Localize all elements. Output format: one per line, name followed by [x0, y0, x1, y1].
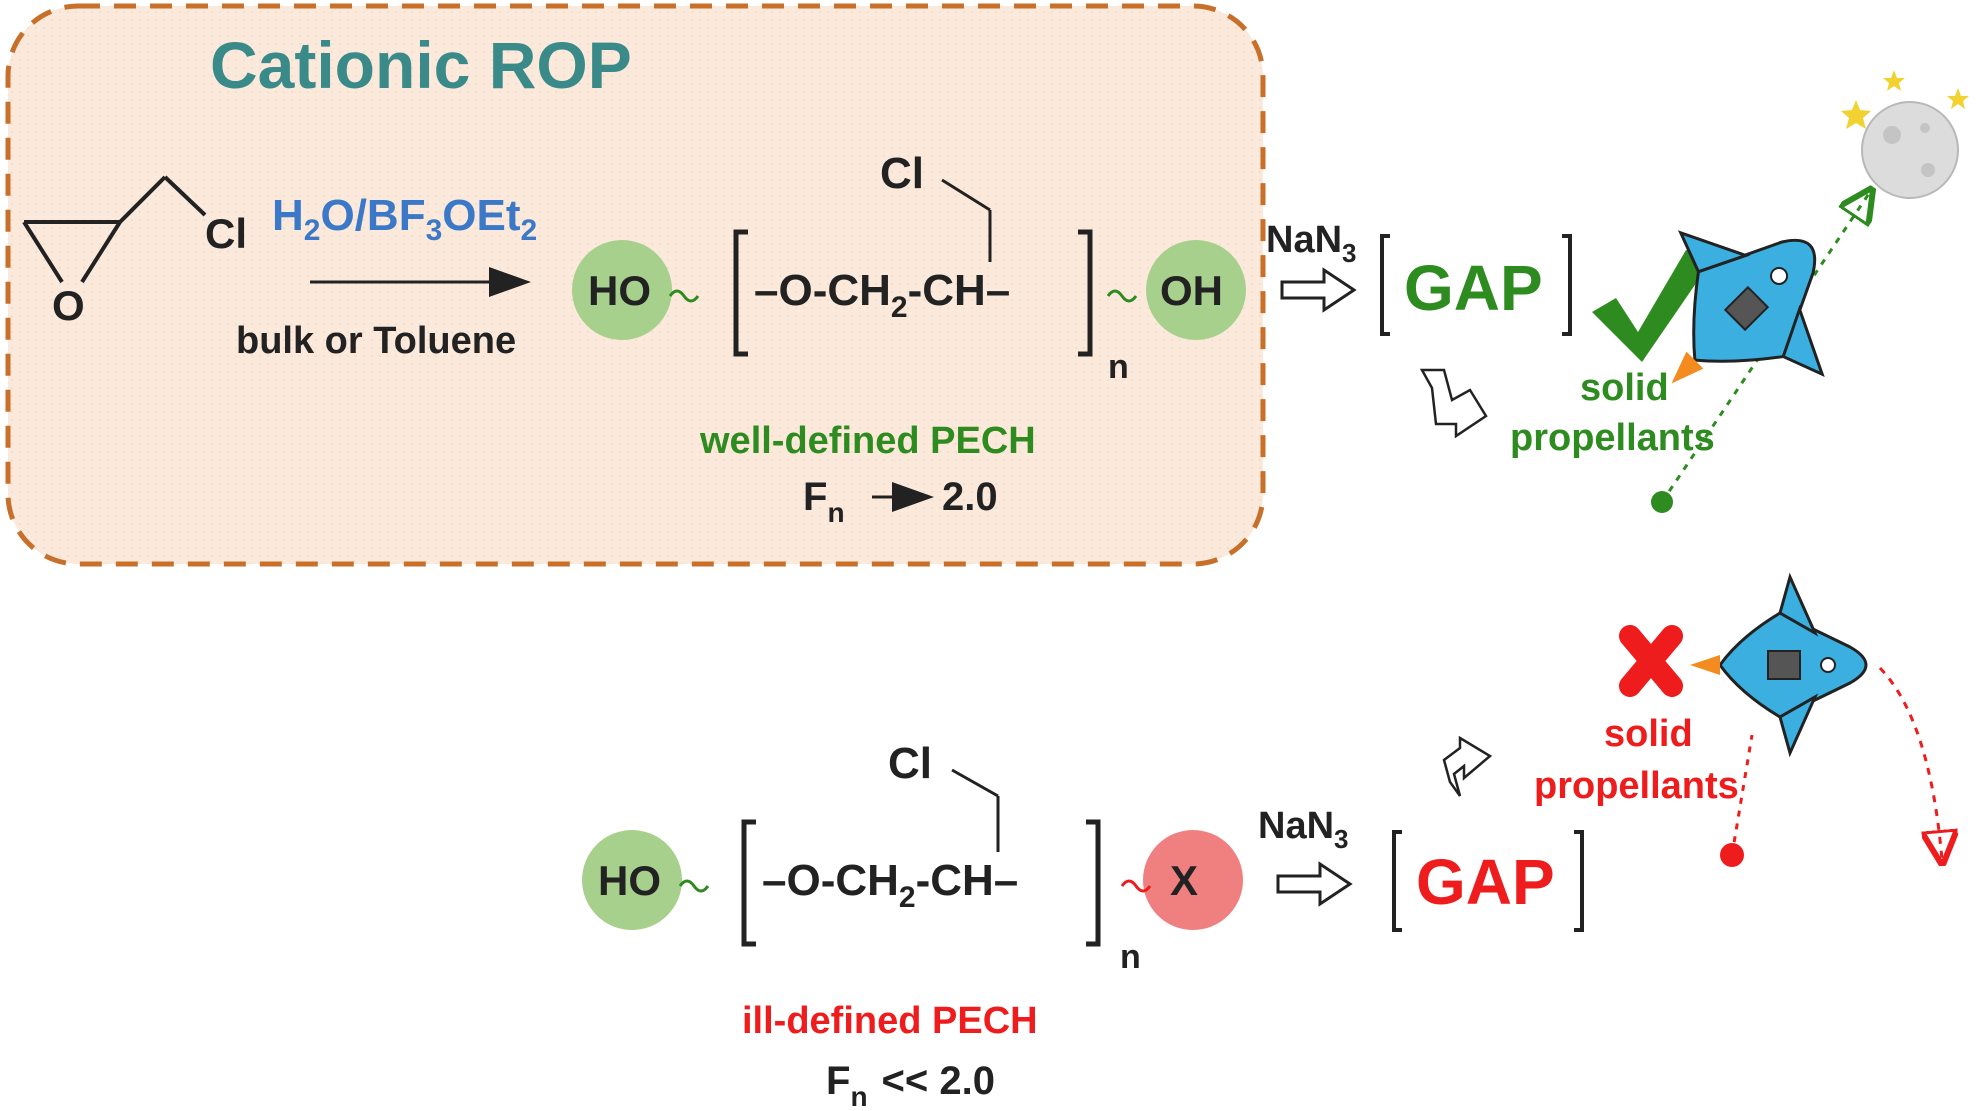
bottom-polymer-label: ill-defined PECH [742, 1000, 1038, 1042]
bottom-product: GAP [1416, 846, 1555, 918]
monomer-oxygen: O [52, 282, 85, 329]
bottom-bracket-right [1086, 819, 1101, 947]
top-outcome-line2: propellants [1510, 417, 1715, 459]
hydroxyl-end-right [1146, 240, 1246, 340]
bottom-hollow-arrow [1276, 861, 1353, 907]
pendant-chlorine: Cl [880, 149, 924, 198]
end-group-right: OH [1160, 267, 1223, 314]
section-title: Cationic ROP [210, 28, 632, 102]
bottom-backbone: –O-CH2-CH– [762, 856, 1018, 914]
wavy-bond-right [1106, 289, 1138, 303]
hydroxyl-end-left [582, 830, 682, 930]
bottom-outcome-line2: propellants [1534, 765, 1739, 807]
failure-cross-icon [1619, 625, 1683, 697]
bracket-right [1078, 229, 1093, 357]
success-checkmark-icon [1592, 250, 1712, 362]
star-icon [1883, 70, 1905, 91]
bottom-reagent: NaN3 [1258, 805, 1349, 854]
pendant-bond [941, 178, 992, 262]
bottom-gap-bracket-left [1392, 830, 1402, 932]
top-hollow-arrow [1280, 267, 1357, 313]
bottom-end-group-right: X [1170, 857, 1198, 904]
bottom-curved-arrow-icon [1442, 735, 1493, 797]
rocket-good-icon [1671, 230, 1825, 384]
bottom-pendant-chlorine: Cl [888, 739, 932, 788]
monomer-chlorine: Cl [205, 210, 247, 257]
catalyst-label: H2O/BF3OEt2 [272, 191, 537, 247]
star-icon [1841, 100, 1871, 129]
trajectory-bad [1878, 666, 1942, 860]
wavy-bond-left [668, 289, 700, 303]
bottom-gap-bracket-right [1574, 830, 1584, 932]
top-gap-bracket-left [1380, 234, 1390, 336]
star-icon [1947, 88, 1969, 109]
epichlorohydrin-structure [22, 175, 207, 284]
hydroxyl-end-left [572, 240, 672, 340]
top-polymer-label: well-defined PECH [699, 420, 1036, 462]
top-reagent: NaN3 [1266, 219, 1357, 268]
top-functionality-value: 2.0 [942, 475, 998, 519]
moon-icon [1861, 101, 1959, 199]
repeat-unit-n: n [1108, 348, 1129, 386]
bottom-repeat-unit-n: n [1120, 938, 1141, 976]
x-end-group-circle [1143, 830, 1243, 930]
wavy-bond-red [1120, 879, 1152, 893]
bottom-functionality: Fn<< 2.0 [826, 1059, 995, 1111]
bottom-outcome-line1: solid [1604, 713, 1693, 755]
bottom-end-group-left: HO [598, 857, 661, 904]
bracket-left [733, 229, 748, 357]
top-outcome-line1: solid [1580, 367, 1669, 409]
backbone: –O-CH2-CH– [754, 266, 1010, 324]
end-group-left: HO [588, 267, 651, 314]
top-curved-arrow-icon [1419, 368, 1488, 439]
bottom-pendant-bond [951, 768, 1000, 852]
top-functionality: Fn [803, 475, 845, 528]
wavy-bond-left [678, 879, 710, 893]
bottom-bracket-left [741, 819, 756, 947]
top-gap-bracket-right [1562, 234, 1572, 336]
top-product: GAP [1404, 252, 1543, 324]
solvent-label: bulk or Toluene [236, 320, 516, 362]
rocket-bad-icon [1690, 572, 1868, 758]
